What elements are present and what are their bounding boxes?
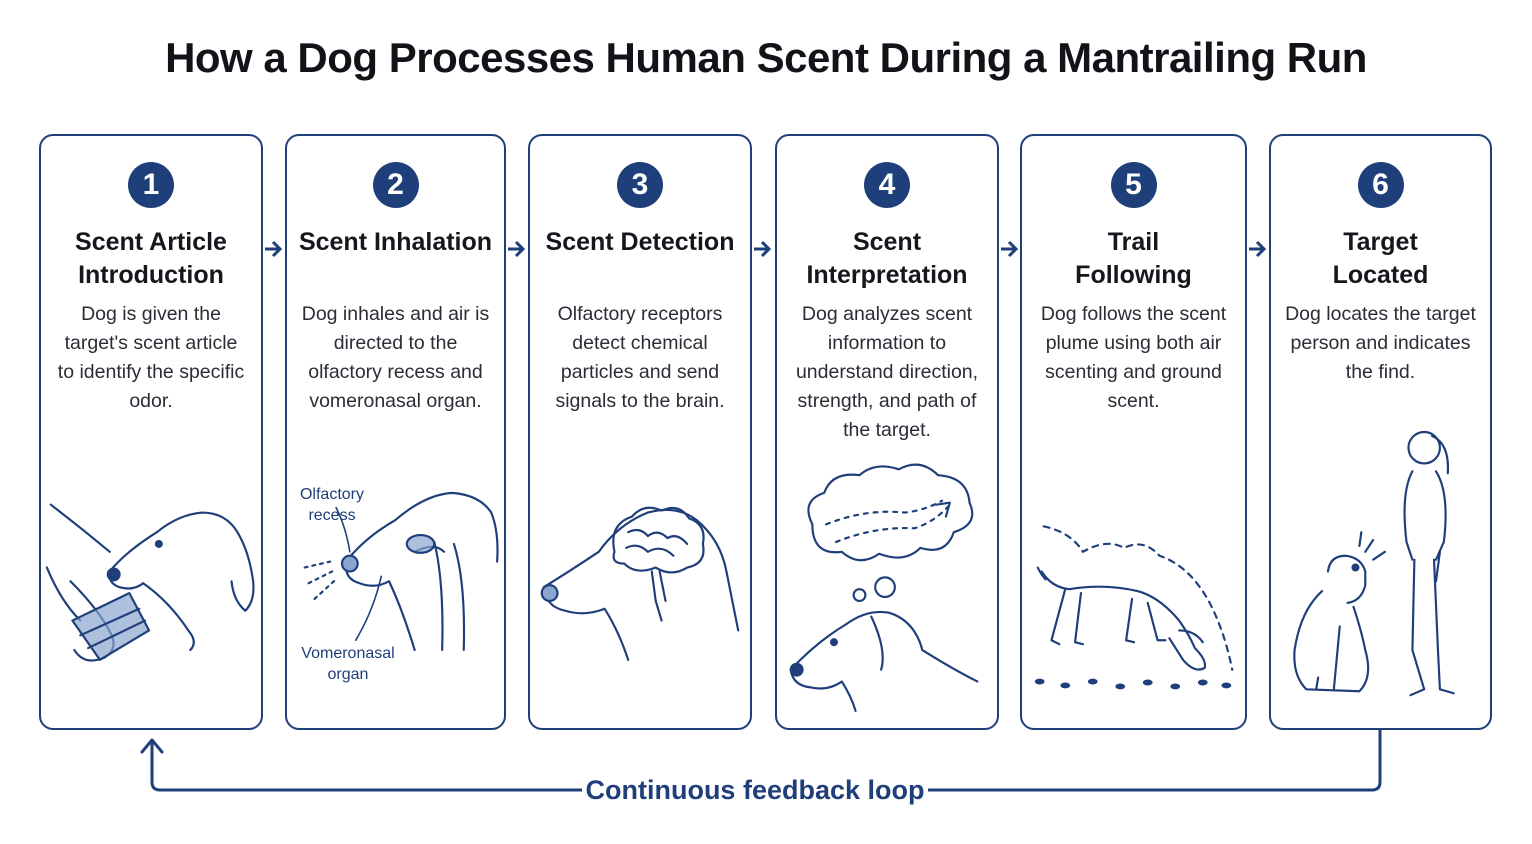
arrow-right-icon <box>1001 240 1019 258</box>
step-heading: Scent Article Introduction <box>75 228 227 289</box>
arrow-right-icon <box>508 240 526 258</box>
step-card-6: 6 Target Located Dog locates the target … <box>1269 134 1492 730</box>
step-description: Dog follows the scent plume using both a… <box>1040 303 1227 412</box>
step-card-4: 4 Scent Interpretation Dog analyzes scen… <box>775 134 999 730</box>
step-heading: Scent Inhalation <box>298 228 493 256</box>
arrow-right-icon <box>754 240 772 258</box>
step-heading: Trail Following <box>1075 228 1192 289</box>
step-card-3: 3 Scent Detection Olfactory receptors de… <box>528 134 752 730</box>
dog-and-person-icon <box>1293 430 1455 697</box>
step-number-badge: 2 <box>372 162 419 208</box>
step-number-badge: 4 <box>864 162 910 208</box>
step-description: Dog inhales and air is directed to the o… <box>301 303 490 412</box>
step-description: Olfactory receptors detect chemical part… <box>555 303 725 412</box>
olfactory-recess-label: Olfactory recess <box>299 486 364 524</box>
arrow-right-icon <box>1249 240 1267 258</box>
step-number-badge: 6 <box>1357 162 1404 208</box>
step-number-badge: 5 <box>1110 162 1157 208</box>
dog-brain-icon <box>540 506 740 661</box>
step-number-badge: 1 <box>128 162 174 208</box>
step-description: Dog locates the target person and indica… <box>1285 303 1476 383</box>
step-heading: Scent Interpretation <box>806 228 968 289</box>
step-heading: Scent Detection <box>545 228 735 256</box>
step-number-badge: 3 <box>617 162 663 208</box>
dog-tracking-trail-icon <box>1034 525 1234 690</box>
step-description: Dog is given the target's scent article … <box>57 303 245 412</box>
page-title: How a Dog Processes Human Scent During a… <box>165 34 1367 81</box>
dog-sniffing-cloth-icon <box>45 503 255 662</box>
dog-nasal-anatomy-icon <box>303 491 499 652</box>
step-card-5: 5 Trail Following Dog follows the scent … <box>1020 134 1247 730</box>
vomeronasal-organ-label: Vomeronasal organ <box>301 645 395 683</box>
arrow-right-icon <box>265 240 283 258</box>
step-card-1: 1 Scent Article Introduction Dog is give… <box>39 134 263 730</box>
feedback-loop-label: Continuous feedback loop <box>582 770 928 810</box>
step-description: Dog analyzes scent information to unders… <box>795 303 979 441</box>
step-heading: Target Located <box>1332 228 1429 289</box>
step-card-2: 2 Scent Inhalation Dog inhales and air i… <box>285 134 506 730</box>
